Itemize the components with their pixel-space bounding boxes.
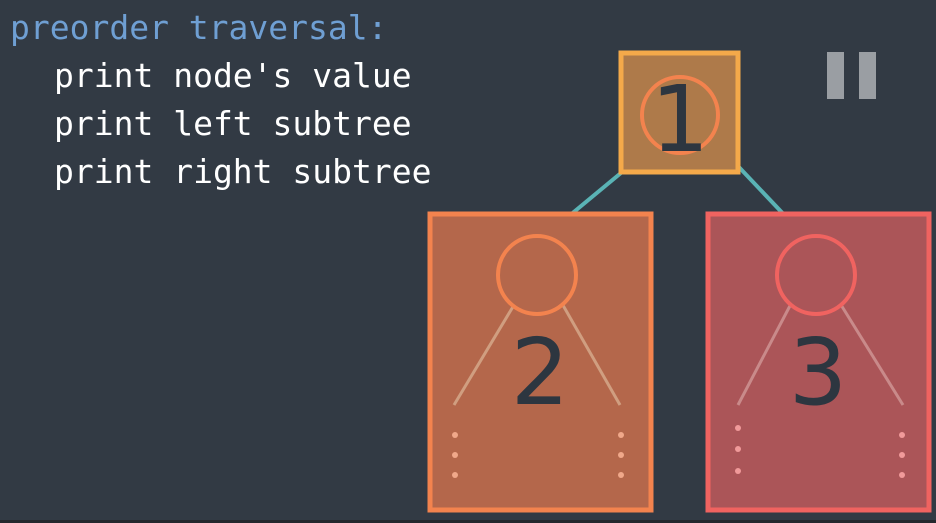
right-subtree-right-branch <box>836 299 905 406</box>
left-child-node <box>496 234 578 316</box>
root-node <box>640 75 720 155</box>
right-subtree-ellipsis-left <box>735 425 741 474</box>
root-node-label: 1 <box>651 66 710 173</box>
right-subtree-ellipsis-right <box>899 432 905 478</box>
pseudocode-line-left: print left subtree <box>54 104 412 143</box>
left-subtree-left-branch <box>452 299 519 406</box>
right-subtree-label: 3 <box>789 319 848 426</box>
right-subtree-left-branch <box>736 299 795 406</box>
pause-icon[interactable] <box>827 52 876 99</box>
right-child-node <box>775 234 857 316</box>
pseudocode-line-visit: print node's value <box>54 56 412 95</box>
left-subtree-label: 2 <box>511 319 570 426</box>
left-subtree-ellipsis-right <box>618 432 624 478</box>
pseudocode-line-right: print right subtree <box>54 152 432 191</box>
left-subtree-right-branch <box>558 299 622 406</box>
pause-bar-right <box>859 52 876 99</box>
left-subtree-ellipsis-left <box>452 432 458 478</box>
pseudocode-heading: preorder traversal: <box>10 8 388 47</box>
pseudocode-block: preorder traversal: print node's value p… <box>10 4 432 196</box>
pause-bar-left <box>827 52 844 99</box>
bottom-strip <box>0 520 936 523</box>
